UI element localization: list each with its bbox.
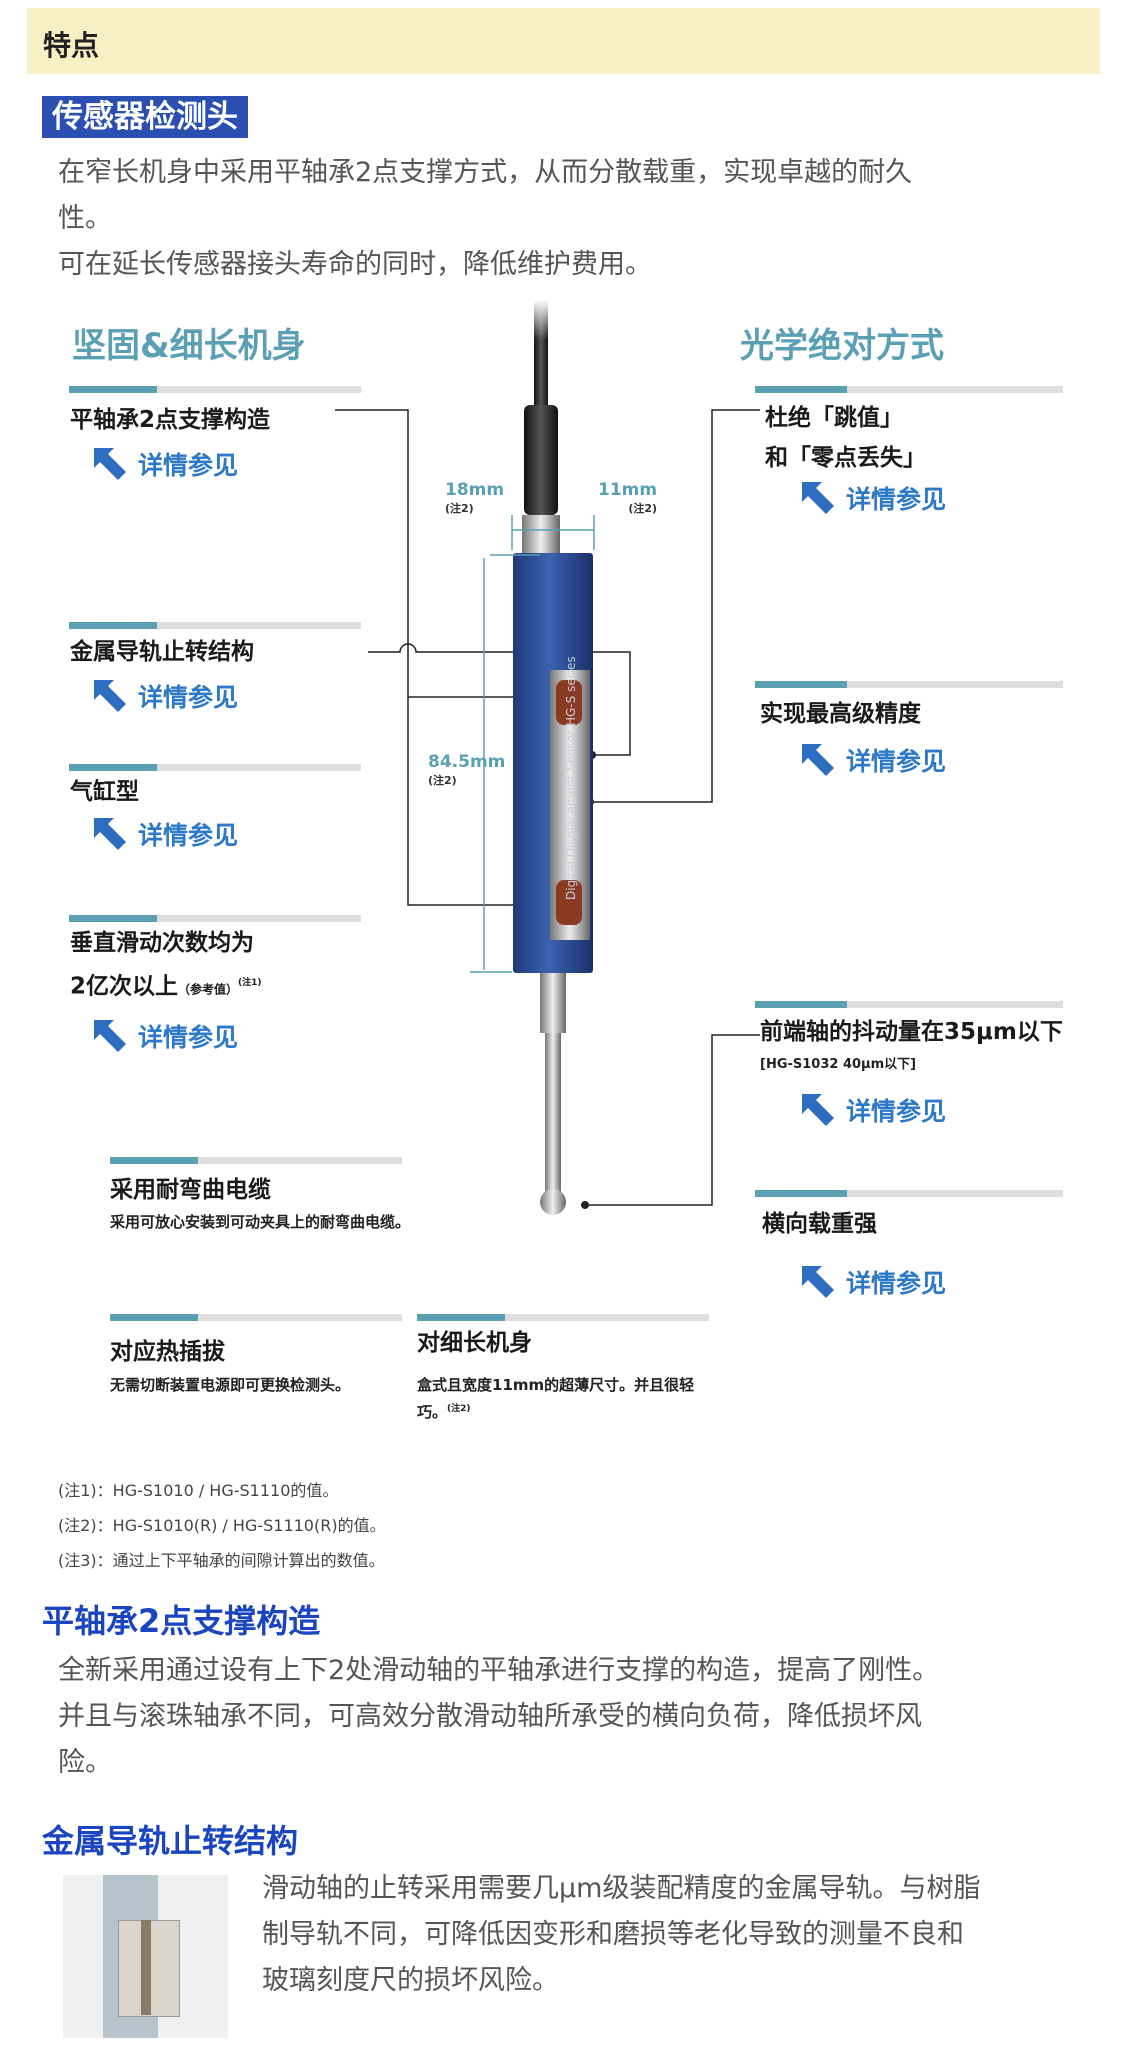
intro-line: 性。 [58,203,112,234]
item-title: 前端轴的抖动量在35μm以下 [760,1019,1063,1045]
connector-line [585,1034,760,1206]
dim-height: 84.5mm(注2) [428,752,506,787]
cable-desc: 采用可放心安装到可动夹具上的耐弯曲电缆。 [110,1213,411,1231]
arrow-up-left-icon [802,482,834,514]
footnotes: (注1)：HG-S1010 / HG-S1110的值。 (注2)：HG-S101… [58,1473,386,1578]
item-title: 垂直滑动次数均为 2亿次以上（参考值）(注1) [70,930,262,1000]
metal-guide-image [63,1875,228,2038]
intro-line: 在窄长机身中采用平轴承2点支撑方式，从而分散载重，实现卓越的耐久 [58,157,913,188]
details-link[interactable]: 详情参见 [92,446,238,482]
section-tag: 传感器检测头 [42,96,248,138]
details-link[interactable]: 详情参见 [92,678,238,714]
item-title: 杜绝「跳值」和「零点丢失」 [765,405,926,471]
connector-line [335,409,545,906]
connector-line [368,643,631,756]
item-bar [110,1157,402,1164]
left-heading: 坚固&细长机身 [72,326,306,366]
hotswap-desc: 无需切断装置电源即可更换检测头。 [110,1376,351,1394]
item-title: 平轴承2点支撑构造 [70,407,271,433]
dim-width-18: 18mm(注2) [445,480,505,515]
details-link[interactable]: 详情参见 [92,816,238,852]
item-bar [69,622,361,629]
dim-width-11: 11mm(注2) [598,480,658,515]
section-text: 滑动轴的止转采用需要几μm级装配精度的金属导轨。与树脂制导轨不同，可降低因变形和… [262,1873,981,1996]
item-bar [755,386,1063,393]
item-title: 横向载重强 [762,1211,877,1237]
details-link[interactable]: 详情参见 [800,1264,946,1300]
intro-line: 可在延长传感器接头寿命的同时，降低维护费用。 [58,249,652,280]
item-bar [69,386,361,393]
arrow-up-left-icon [94,818,126,850]
features-header: 特点 [27,8,1100,74]
item-bar [110,1314,402,1321]
slim-desc: 盒式且宽度11mm的超薄尺寸。并且很轻巧。(注2) [417,1376,695,1421]
product-label: Digital Displacement Sensor HG-S series [564,656,578,900]
cable-title: 采用耐弯曲电缆 [110,1177,271,1203]
arrow-up-left-icon [802,1266,834,1298]
details-link[interactable]: 详情参见 [800,742,946,778]
slim-title: 对细长机身 [417,1330,532,1356]
arrow-up-left-icon [94,448,126,480]
footnote: (注2)：HG-S1010(R) / HG-S1110(R)的值。 [58,1516,386,1535]
product-diagram: Digital Displacement Sensor HG-S series [335,300,760,1260]
arrow-up-left-icon [94,680,126,712]
connector-line [590,409,760,803]
item-bar [69,764,361,771]
details-link[interactable]: 详情参见 [92,1018,238,1054]
item-bar [755,681,1063,688]
section-text: 全新采用通过设有上下2处滑动轴的平轴承进行支撑的构造，提高了刚性。并且与滚珠轴承… [58,1655,940,1778]
right-heading: 光学绝对方式 [740,326,944,366]
section-heading: 金属导轨止转结构 [42,1822,299,1860]
footnote: (注3)：通过上下平轴承的间隙计算出的数值。 [58,1551,385,1570]
arrow-up-left-icon [94,1020,126,1052]
arrow-up-left-icon [802,744,834,776]
item-bar [69,915,361,922]
item-bar [755,1001,1063,1008]
item-title: 气缸型 [70,779,139,805]
details-link[interactable]: 详情参见 [800,1092,946,1128]
item-sub: [HG-S1032 40μm以下] [760,1057,917,1072]
header-title: 特点 [43,29,100,62]
section-heading: 平轴承2点支撑构造 [42,1602,321,1640]
hotswap-title: 对应热插拔 [110,1339,225,1365]
details-link[interactable]: 详情参见 [800,480,946,516]
item-bar [755,1190,1063,1197]
item-title: 实现最高级精度 [760,701,921,727]
arrow-up-left-icon [802,1094,834,1126]
intro-text: 在窄长机身中采用平轴承2点支撑方式，从而分散载重，实现卓越的耐久 性。 可在延长… [58,150,912,288]
item-title: 金属导轨止转结构 [70,639,254,665]
footnote: (注1)：HG-S1010 / HG-S1110的值。 [58,1481,339,1500]
item-bar [417,1314,709,1321]
